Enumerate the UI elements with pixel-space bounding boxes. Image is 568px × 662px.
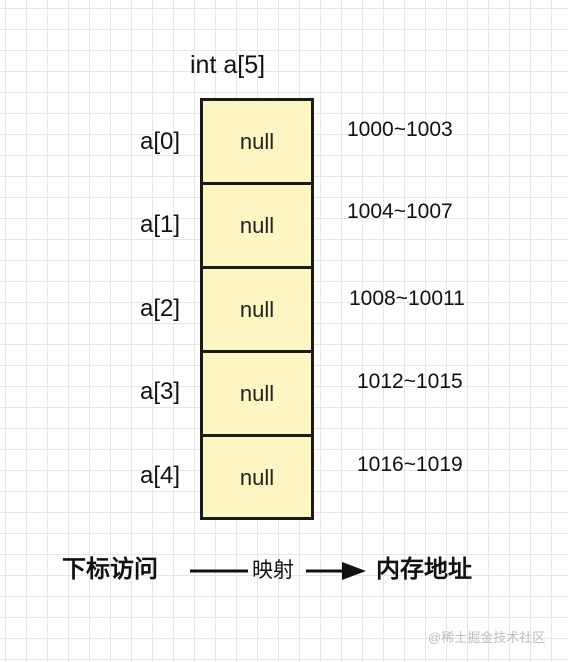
address-range-0: 1000~1003 <box>347 118 453 141</box>
array-declaration-title: int a[5] <box>190 51 266 79</box>
mapping-arrow-icon <box>190 562 366 580</box>
cell-divider <box>203 434 311 437</box>
subscript-access-label: 下标访问 <box>62 556 158 583</box>
address-range-1: 1004~1007 <box>347 200 453 223</box>
index-label-1: a[1] <box>139 211 180 238</box>
watermark: @稀土掘金技术社区 <box>428 630 546 645</box>
index-label-0: a[0] <box>139 128 180 155</box>
cell-divider <box>203 350 311 353</box>
index-label-4: a[4] <box>139 462 180 489</box>
array-cell-2: null <box>239 296 275 322</box>
array-cell-0: null <box>239 128 275 154</box>
array-memory-block: null null null null null <box>200 98 314 520</box>
memory-address-label: 内存地址 <box>376 556 472 583</box>
index-label-2: a[2] <box>139 295 180 322</box>
address-range-3: 1012~1015 <box>357 370 463 393</box>
cell-divider <box>203 182 311 185</box>
mapping-label: 映射 <box>252 559 294 582</box>
address-range-4: 1016~1019 <box>357 453 463 476</box>
array-cell-4: null <box>239 464 275 490</box>
array-cell-3: null <box>239 380 275 406</box>
array-cell-1: null <box>239 212 275 238</box>
cell-divider <box>203 266 311 269</box>
address-range-2: 1008~10011 <box>349 287 465 310</box>
index-label-3: a[3] <box>139 378 180 405</box>
